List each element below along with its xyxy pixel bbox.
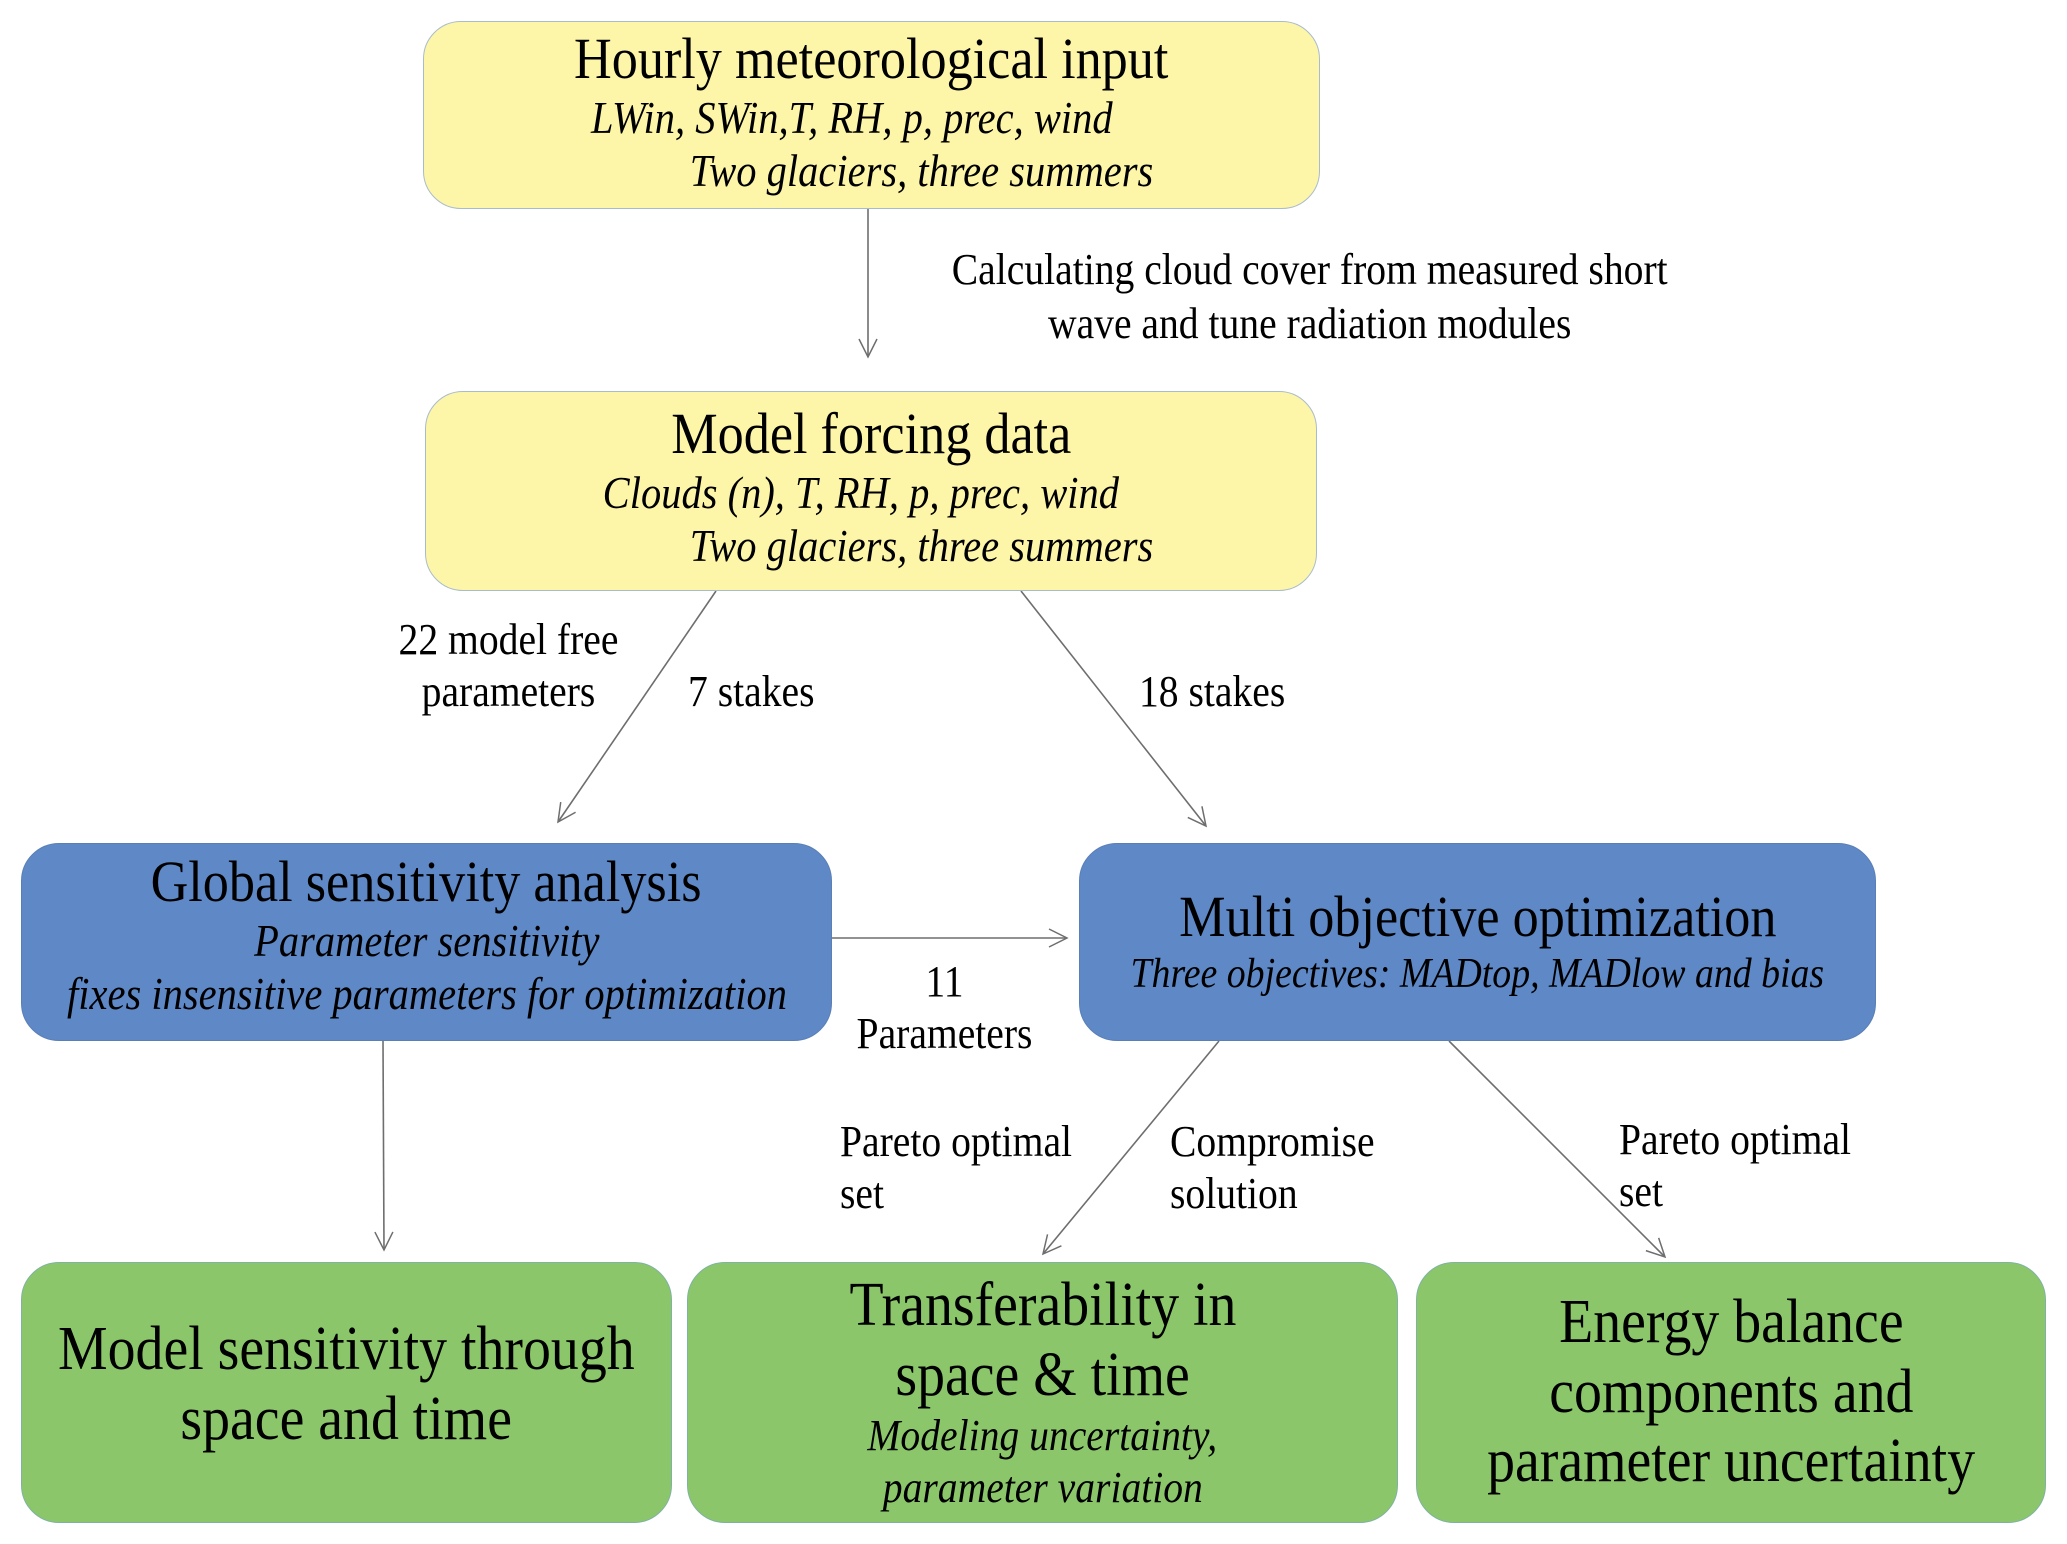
transferability-box: Transferability in space & time Modeling…: [687, 1262, 1398, 1523]
energy-balance-line-3: parameter uncertainty: [1487, 1427, 1975, 1496]
hourly-input-box: Hourly meteorological input LWin, SWin,T…: [423, 21, 1320, 209]
cloud-cover-line-1: Calculating cloud cover from measured sh…: [951, 245, 1668, 294]
transferability-line-2: space & time: [895, 1340, 1190, 1409]
pareto-right-line-2: set: [1619, 1167, 1664, 1216]
cloud-cover-line-2: wave and tune radiation modules: [1047, 299, 1572, 348]
seven-stakes-label: 7 stakes: [688, 667, 815, 716]
compromise-line-1: Compromise: [1170, 1117, 1375, 1166]
model-sensitivity-line-2: space and time: [180, 1384, 513, 1453]
sensitivity-analysis-title: Global sensitivity analysis: [151, 849, 702, 915]
forcing-data-box: Model forcing data Clouds (n), T, RH, p,…: [425, 391, 1317, 591]
sensitivity-analysis-subtitle: Parameter sensitivity: [253, 916, 600, 967]
transferability-sub-2: parameter variation: [882, 1462, 1203, 1512]
forcing-data-scope: Two glaciers, three summers: [689, 521, 1153, 572]
pareto-left-line-1: Pareto optimal: [840, 1117, 1073, 1166]
forcing-data-title: Model forcing data: [670, 401, 1072, 467]
energy-balance-box: Energy balance components and parameter …: [1416, 1262, 2046, 1523]
compromise-label: Compromise solution: [1170, 1116, 1375, 1220]
arrow-sensitivity-to-model-sensitivity: [374, 1040, 394, 1252]
multi-objective-optimization-box: Multi objective optimization Three objec…: [1079, 843, 1876, 1041]
pareto-right-line-1: Pareto optimal: [1619, 1115, 1852, 1164]
forcing-data-variables: Clouds (n), T, RH, p, prec, wind: [602, 468, 1120, 519]
transferability-sub-1: Modeling uncertainty,: [867, 1411, 1218, 1461]
model-sensitivity-line-1: Model sensitivity through: [58, 1315, 635, 1384]
sensitivity-analysis-detail: fixes insensitive parameters for optimiz…: [66, 969, 787, 1020]
energy-balance-line-1: Energy balance: [1558, 1288, 1904, 1357]
pareto-left-label: Pareto optimal set: [840, 1116, 1072, 1220]
compromise-line-2: solution: [1170, 1169, 1298, 1218]
eighteen-stakes-label: 18 stakes: [1139, 667, 1286, 716]
cloud-cover-label: Calculating cloud cover from measured sh…: [893, 244, 1726, 350]
free-parameters-line-1: 22 model free: [398, 615, 619, 664]
eleven-parameters-label: 11 Parameters: [832, 956, 1057, 1060]
hourly-input-variables: LWin, SWin,T, RH, p, prec, wind: [590, 93, 1113, 144]
pareto-right-label: Pareto optimal set: [1619, 1114, 1851, 1218]
hourly-input-title: Hourly meteorological input: [574, 26, 1169, 92]
sensitivity-analysis-box: Global sensitivity analysis Parameter se…: [21, 843, 832, 1041]
eleven-parameters-count: 11: [925, 957, 964, 1006]
free-parameters-label: 22 model free parameters: [378, 614, 639, 718]
optimization-objectives: Three objectives: MADtop, MADlow and bia…: [1130, 950, 1825, 997]
model-sensitivity-box: Model sensitivity through space and time: [21, 1262, 672, 1523]
free-parameters-line-2: parameters: [421, 667, 596, 716]
pareto-left-line-2: set: [840, 1169, 885, 1218]
transferability-line-1: Transferability in: [849, 1271, 1236, 1340]
energy-balance-line-2: components and: [1548, 1357, 1914, 1426]
optimization-title: Multi objective optimization: [1178, 883, 1777, 949]
hourly-input-scope: Two glaciers, three summers: [689, 146, 1154, 197]
eleven-parameters-word: Parameters: [856, 1009, 1033, 1058]
